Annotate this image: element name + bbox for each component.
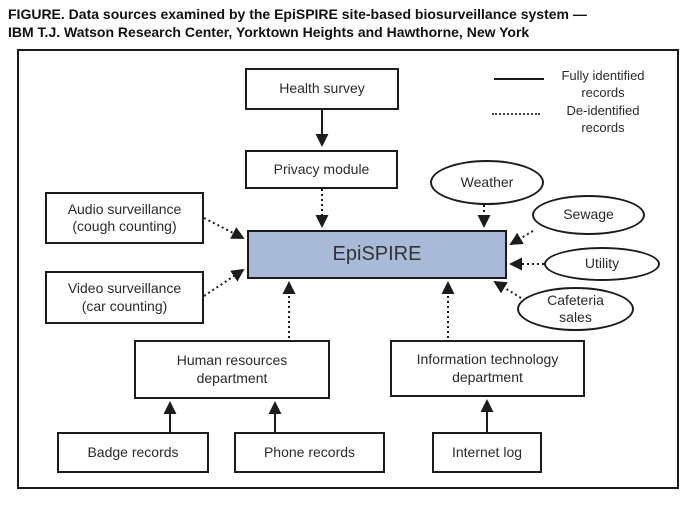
dotted-line-swatch bbox=[492, 113, 540, 115]
information-technology-box: Information technology department bbox=[390, 340, 585, 397]
cafeteria-sales-ellipse: Cafeteria sales bbox=[517, 287, 634, 331]
figure-title: FIGURE. Data sources examined by the Epi… bbox=[8, 5, 692, 41]
arrow-audio-to-epispire bbox=[203, 217, 245, 239]
arrow-cafeteria-to-epispire bbox=[493, 280, 522, 299]
phone-records-label: Phone records bbox=[263, 443, 356, 460]
weather-label: Weather bbox=[460, 173, 514, 190]
privacy-module-label: Privacy module bbox=[273, 160, 370, 177]
arrow-sewage-to-epispire bbox=[509, 230, 534, 245]
legend-fully-identified: Fully identified records bbox=[561, 68, 645, 100]
badge-records-label: Badge records bbox=[87, 443, 179, 460]
privacy-module-box: Privacy module bbox=[245, 150, 398, 189]
badge-records-box: Badge records bbox=[57, 432, 209, 473]
information-technology-label: Information technology department bbox=[416, 351, 559, 385]
solid-line-swatch bbox=[494, 78, 544, 80]
utility-label: Utility bbox=[584, 255, 620, 272]
figure-title-line1: FIGURE. Data sources examined by the Epi… bbox=[8, 6, 587, 22]
internet-log-box: Internet log bbox=[432, 432, 542, 473]
cafeteria-sales-label: Cafeteria sales bbox=[547, 291, 604, 325]
video-surveillance-label: Video surveillance (car counting) bbox=[67, 280, 182, 314]
audio-surveillance-box: Audio surveillance (cough counting) bbox=[45, 192, 204, 244]
weather-ellipse: Weather bbox=[430, 160, 544, 205]
human-resources-box: Human resources department bbox=[134, 340, 330, 399]
phone-records-box: Phone records bbox=[234, 432, 385, 473]
epispire-label: EpiSPIRE bbox=[332, 243, 422, 266]
audio-surveillance-label: Audio surveillance (cough counting) bbox=[67, 200, 182, 234]
human-resources-label: Human resources department bbox=[176, 352, 288, 386]
figure-title-line2: IBM T.J. Watson Research Center, Yorktow… bbox=[8, 24, 530, 40]
health-survey-label: Health survey bbox=[279, 80, 365, 97]
legend-de-identified: De-identified records bbox=[566, 103, 640, 135]
connector-layer bbox=[163, 110, 544, 432]
sewage-ellipse: Sewage bbox=[532, 195, 645, 235]
health-survey-box: Health survey bbox=[245, 68, 399, 110]
figure-frame: Fully identified records De-identified r… bbox=[17, 49, 679, 489]
utility-ellipse: Utility bbox=[544, 247, 660, 281]
arrow-video-to-epispire bbox=[203, 268, 245, 297]
sewage-label: Sewage bbox=[563, 206, 614, 223]
video-surveillance-box: Video surveillance (car counting) bbox=[45, 271, 204, 324]
internet-log-label: Internet log bbox=[451, 443, 523, 460]
epispire-box: EpiSPIRE bbox=[247, 230, 507, 279]
